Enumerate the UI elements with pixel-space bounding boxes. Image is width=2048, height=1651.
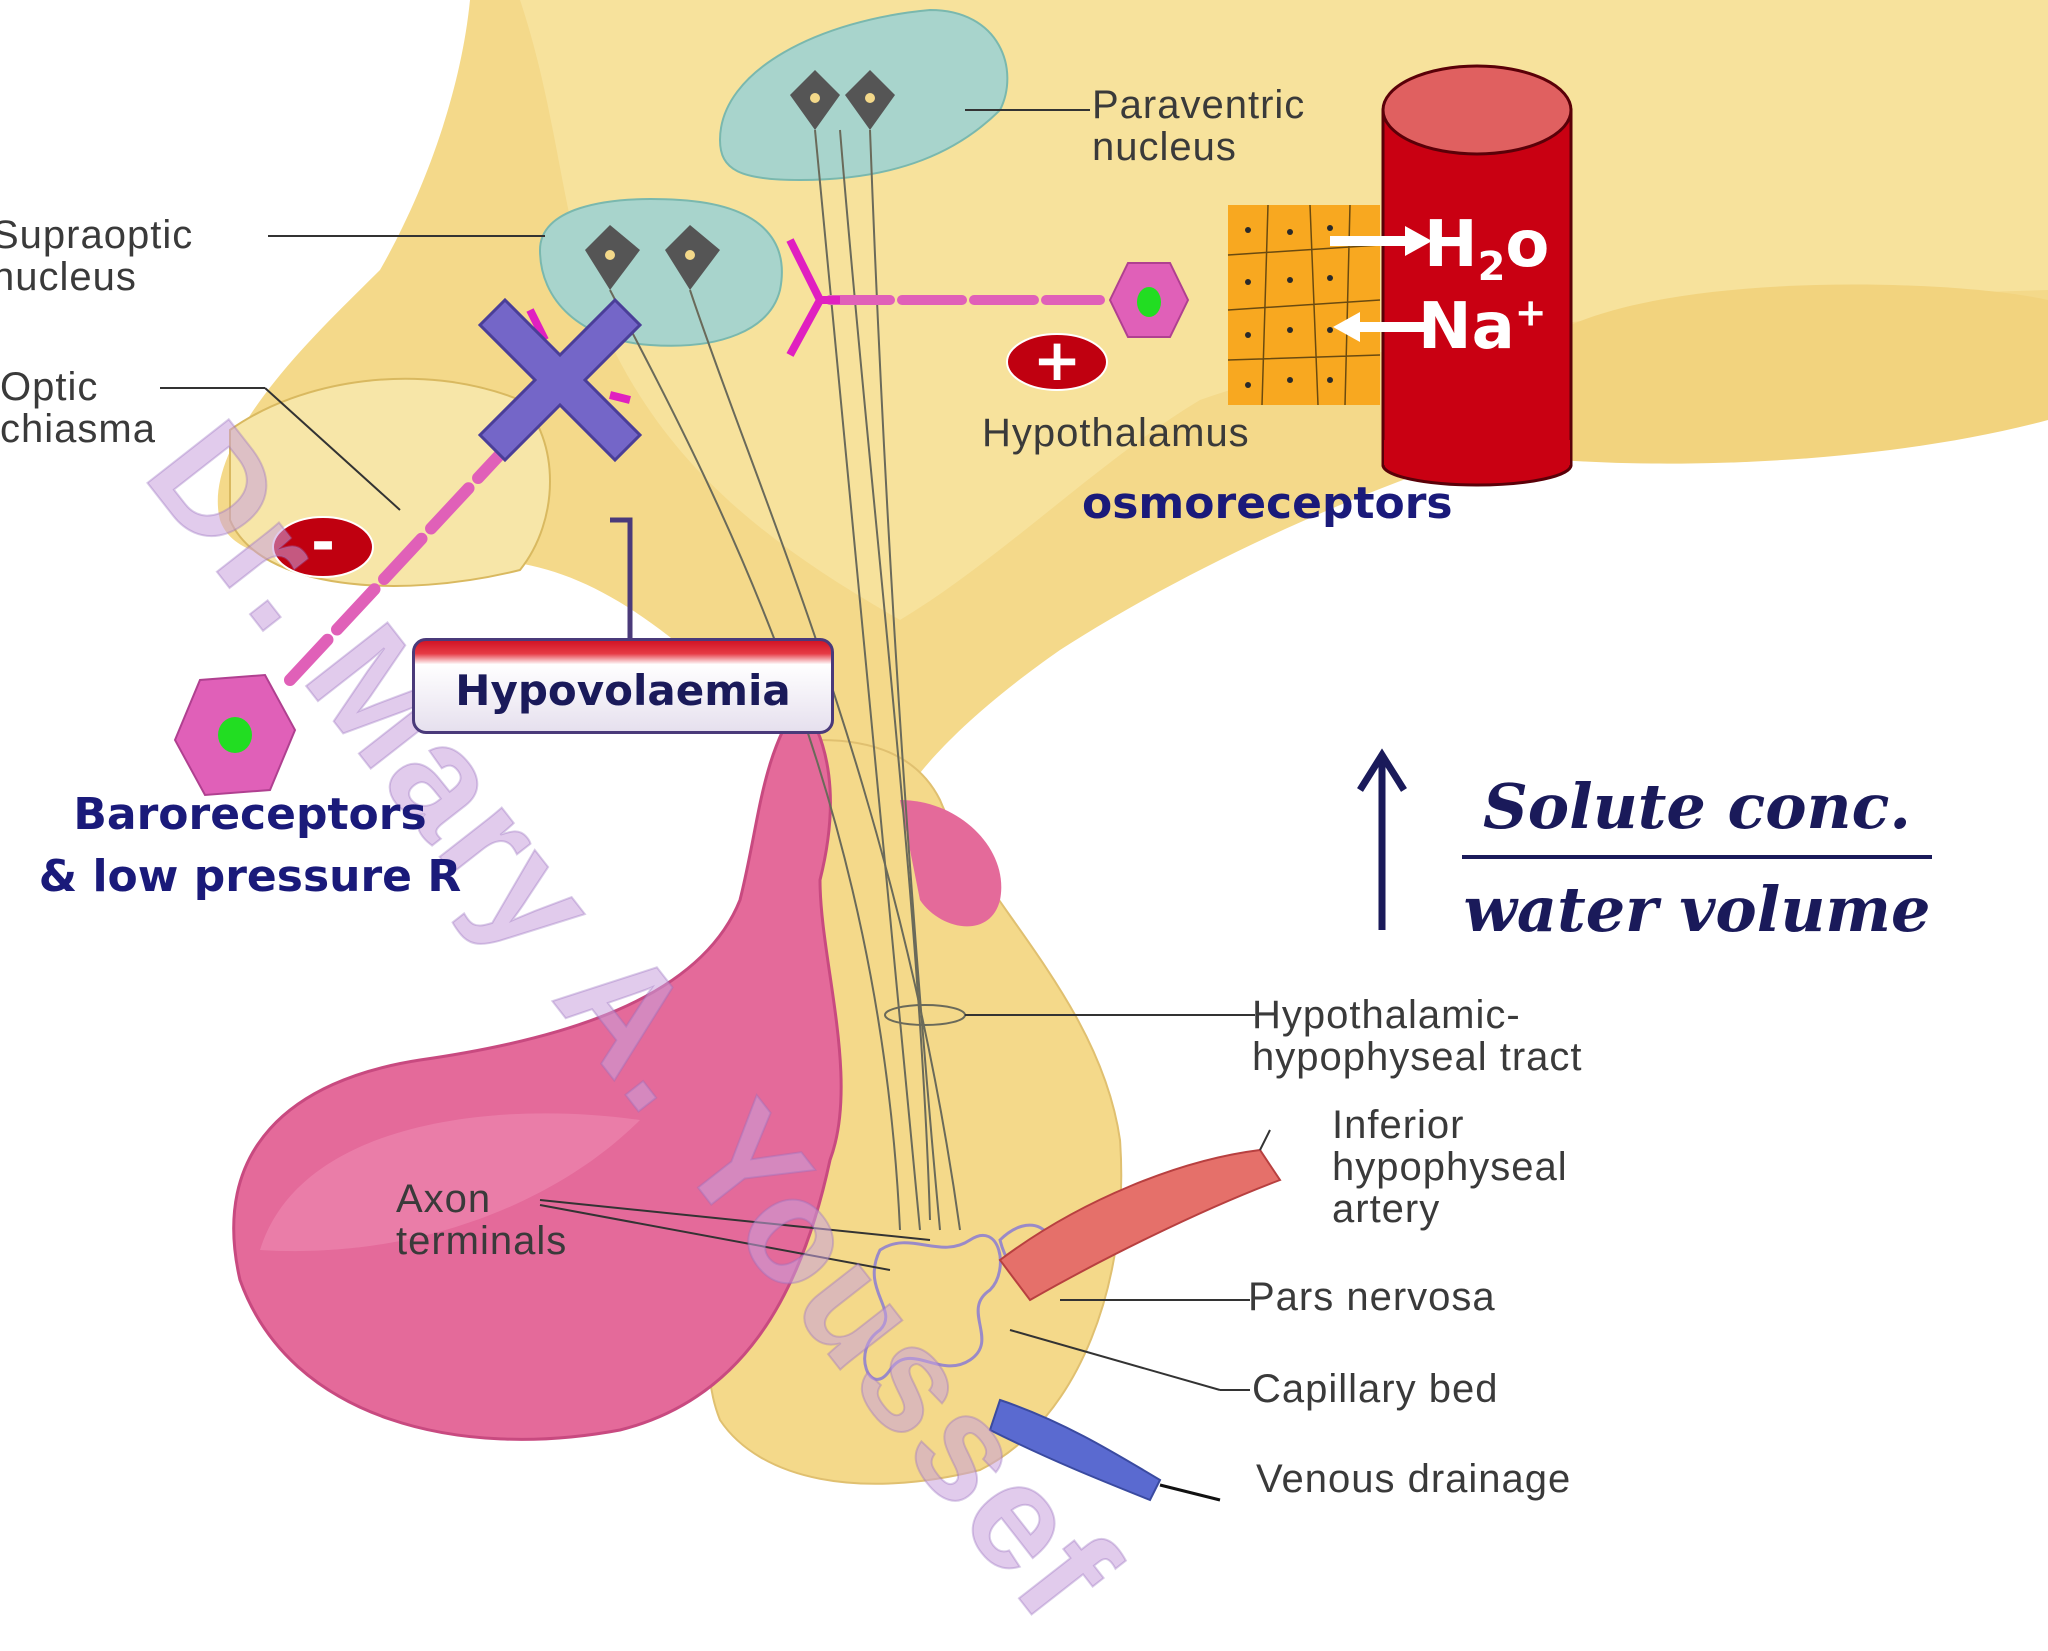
label-inferior-artery-line2: hypophyseal	[1332, 1145, 1568, 1189]
synapse-terminal-minus	[526, 308, 631, 404]
osmoreceptor-nucleus	[1137, 287, 1161, 317]
label-optic-chiasma: Optic chiasma	[0, 366, 156, 450]
osmoreceptors-label: osmoreceptors	[1082, 478, 1453, 529]
label-optic-chiasma-line2: chiasma	[0, 407, 156, 451]
venous-drainage-shape	[988, 1398, 1162, 1502]
block-x-icon	[477, 297, 643, 463]
minus-sign: -	[310, 508, 336, 576]
label-hh-tract-line1: Hypothalamic-	[1252, 993, 1521, 1037]
blood-vessel	[1381, 64, 1573, 487]
osmoreceptor-cells	[1227, 204, 1381, 406]
label-supraoptic-line2: nucleus	[0, 255, 137, 299]
label-pars-nervosa: Pars nervosa	[1248, 1275, 1496, 1319]
supraoptic-nucleus-shape	[538, 198, 783, 347]
label-venous-drainage: Venous drainage	[1256, 1457, 1572, 1501]
label-hypothalamus: Hypothalamus	[982, 411, 1250, 455]
label-paraventricular-line1: Paraventric	[1092, 83, 1306, 127]
venous-arrow	[1159, 1483, 1221, 1502]
hypovolaemia-label: Hypovolaemia	[455, 666, 791, 715]
label-axon-terminals: Axon terminals	[396, 1178, 567, 1262]
label-capillary-bed: Capillary bed	[1252, 1367, 1499, 1411]
increase-arrow-icon	[1357, 748, 1407, 930]
label-axon-terminals-line2: terminals	[396, 1219, 568, 1263]
h2o-o: o	[1505, 208, 1550, 282]
baroreceptors-label: Baroreceptors & low pressure R	[30, 784, 470, 908]
label-paraventricular-line2: nucleus	[1092, 125, 1237, 169]
h2o-label: H2o	[1424, 208, 1549, 290]
plus-oval	[1006, 333, 1108, 391]
label-supraoptic: Supraoptic nucleus	[0, 214, 193, 298]
na-base: Na	[1418, 290, 1515, 364]
fraction-bar	[1462, 855, 1932, 859]
label-inferior-artery-line3: artery	[1332, 1187, 1441, 1231]
h2o-h: H	[1424, 208, 1478, 282]
na-sup: +	[1514, 290, 1547, 335]
fraction-numerator: Solute conc.	[1483, 770, 1911, 843]
anterior-pituitary-highlight	[260, 1113, 640, 1252]
hypovolaemia-connector	[610, 517, 633, 642]
baroreceptors-line1: Baroreceptors	[73, 789, 427, 840]
synapse-terminal-plus	[786, 238, 840, 357]
diagram-canvas	[160, 0, 2048, 1502]
hypovolaemia-box: Hypovolaemia	[412, 638, 834, 734]
label-supraoptic-line1: Supraoptic	[0, 213, 194, 257]
stalk-pink-lobe	[900, 800, 1002, 927]
h2o-sub: 2	[1477, 243, 1506, 290]
baroreceptors-line2: & low pressure R	[38, 851, 462, 902]
minus-oval	[272, 516, 374, 578]
label-axon-terminals-line1: Axon	[396, 1177, 492, 1221]
leader-lines	[160, 109, 1271, 1391]
fraction-denominator: water volume	[1463, 873, 1931, 946]
baroreceptor-nucleus	[218, 717, 252, 753]
plus-sign: +	[1032, 326, 1082, 394]
paraventricular-nucleus-shape	[718, 8, 1009, 182]
label-hh-tract: Hypothalamic- hypophyseal tract	[1252, 994, 1583, 1078]
label-paraventricular: Paraventric nucleus	[1092, 84, 1305, 168]
inferior-artery-shape	[998, 1148, 1282, 1302]
label-inferior-artery: Inferior hypophyseal artery	[1332, 1104, 1568, 1230]
anterior-pituitary-shape	[232, 697, 843, 1441]
label-hh-tract-line2: hypophyseal tract	[1252, 1035, 1583, 1079]
label-inferior-artery-line1: Inferior	[1332, 1103, 1465, 1147]
na-label: Na+	[1418, 290, 1547, 364]
exchange-arrows	[1330, 226, 1435, 342]
label-optic-chiasma-line1: Optic	[0, 365, 99, 409]
solute-fraction: Solute conc. water volume	[1462, 770, 1932, 946]
